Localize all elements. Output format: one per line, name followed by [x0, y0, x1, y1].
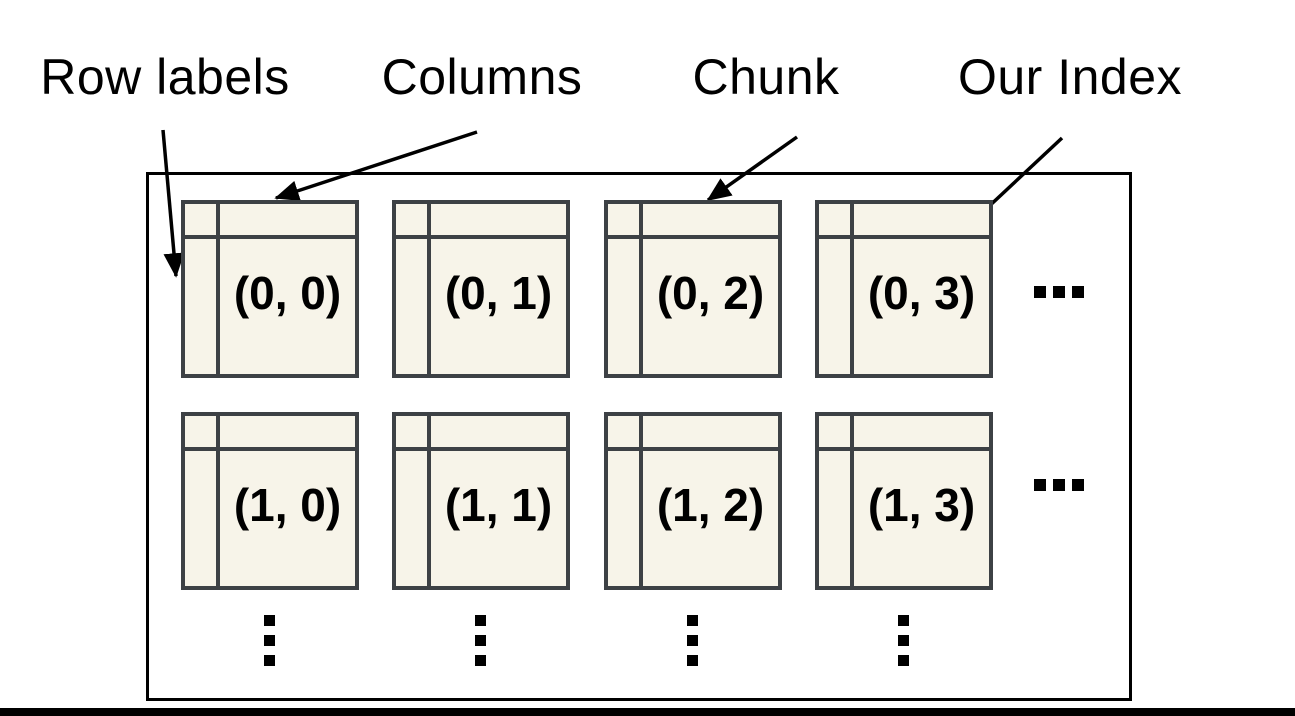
bottom-edge-bar [0, 708, 1295, 716]
header-row-line [185, 447, 355, 451]
chunk-1-1: (1, 1) [392, 412, 570, 590]
chunk-index-label: (0, 3) [867, 266, 976, 319]
ellipsis-dot [1034, 479, 1046, 491]
chunk-index-label: (1, 0) [233, 478, 342, 531]
row-label-column-line [216, 416, 220, 586]
row-label-column-line [427, 204, 431, 374]
ellipsis-dot [475, 635, 486, 646]
row-label-column-line [639, 204, 643, 374]
chunk-1-0: (1, 0) [181, 412, 359, 590]
row-label-column-line [850, 416, 854, 586]
chunk-index-label: (1, 3) [867, 478, 976, 531]
label-chunk: Chunk [692, 49, 840, 105]
header-row-line [608, 447, 778, 451]
chunk-index-label: (0, 1) [444, 266, 553, 319]
row-1-ellipsis-icon [1034, 479, 1084, 491]
column-1-vertical-ellipsis-icon [475, 615, 486, 666]
chunk-index-label: (1, 2) [656, 478, 765, 531]
chunk-0-3: (0, 3) [815, 200, 993, 378]
ellipsis-dot [898, 635, 909, 646]
ellipsis-dot [898, 655, 909, 666]
chunk-index-label: (0, 0) [233, 266, 342, 319]
chunk-index-label: (1, 1) [444, 478, 553, 531]
ellipsis-dot [1053, 286, 1065, 298]
chunk-index-label: (0, 2) [656, 266, 765, 319]
ellipsis-dot [1072, 479, 1084, 491]
ellipsis-dot [687, 615, 698, 626]
row-label-column-line [427, 416, 431, 586]
row-label-column-line [216, 204, 220, 374]
ellipsis-dot [687, 655, 698, 666]
label-columns: Columns [381, 49, 583, 105]
ellipsis-dot [1072, 286, 1084, 298]
chunk-1-2: (1, 2) [604, 412, 782, 590]
column-2-vertical-ellipsis-icon [687, 615, 698, 666]
header-row-line [819, 235, 989, 239]
header-row-line [396, 235, 566, 239]
label-our-index: Our Index [957, 49, 1183, 105]
chunk-0-2: (0, 2) [604, 200, 782, 378]
row-0-ellipsis-icon [1034, 286, 1084, 298]
header-row-line [396, 447, 566, 451]
ellipsis-dot [264, 655, 275, 666]
ellipsis-dot [264, 615, 275, 626]
ellipsis-dot [475, 615, 486, 626]
header-row-line [185, 235, 355, 239]
ellipsis-dot [1053, 479, 1065, 491]
chunk-1-3: (1, 3) [815, 412, 993, 590]
label-row-labels: Row labels [40, 49, 290, 105]
ellipsis-dot [475, 655, 486, 666]
column-3-vertical-ellipsis-icon [898, 615, 909, 666]
header-row-line [608, 235, 778, 239]
header-row-line [819, 447, 989, 451]
ellipsis-dot [264, 635, 275, 646]
chunk-0-1: (0, 1) [392, 200, 570, 378]
ellipsis-dot [1034, 286, 1046, 298]
chunk-0-0: (0, 0) [181, 200, 359, 378]
row-label-column-line [639, 416, 643, 586]
ellipsis-dot [687, 635, 698, 646]
row-label-column-line [850, 204, 854, 374]
ellipsis-dot [898, 615, 909, 626]
column-0-vertical-ellipsis-icon [264, 615, 275, 666]
